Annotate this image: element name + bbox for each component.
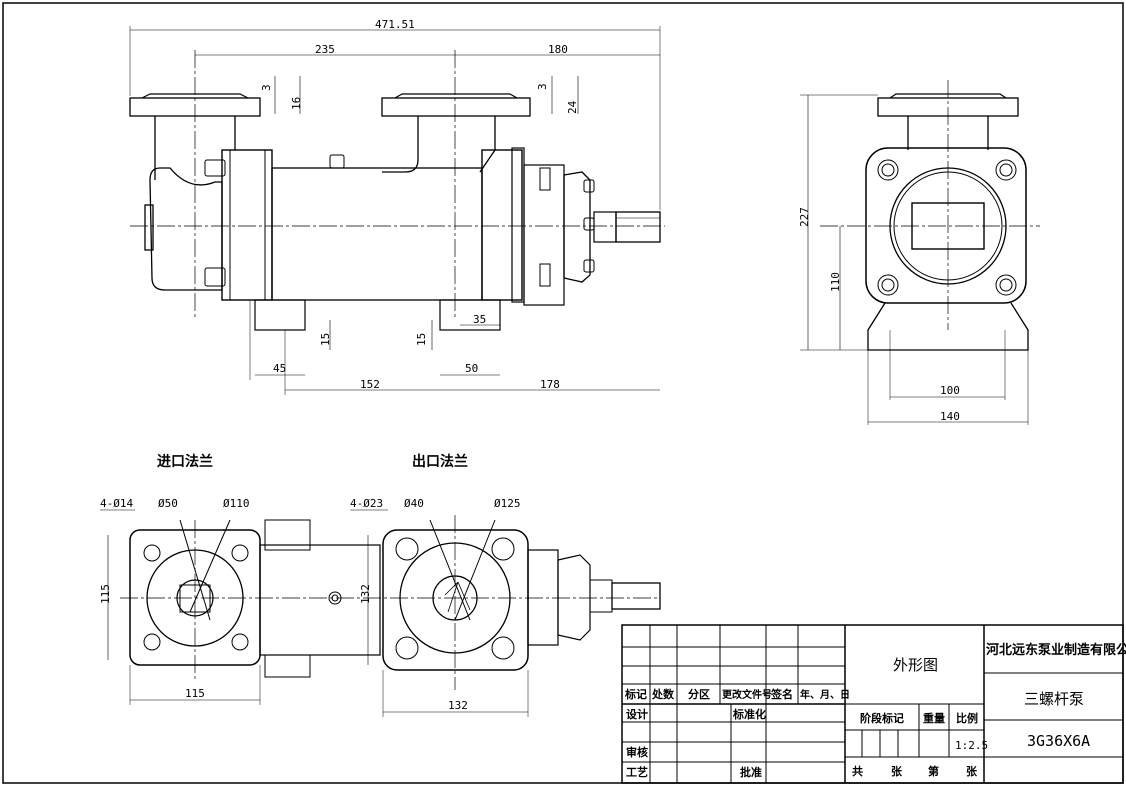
dim-side-base: 140: [940, 410, 960, 423]
dim-inlet-height: 16: [290, 97, 303, 110]
side-view: 227 110 100 140: [798, 80, 1040, 425]
outlet-height: 132: [359, 584, 372, 604]
outlet-label: 出口法兰: [412, 453, 468, 470]
dim-foot-width: 35: [473, 313, 486, 326]
dim-left: 235: [315, 43, 335, 56]
svg-text:张: 张: [966, 764, 978, 778]
inlet-bore: Ø50: [158, 497, 178, 510]
outlet-width: 132: [448, 699, 468, 712]
svg-text:阶段标记: 阶段标记: [860, 711, 904, 725]
dim-outlet-height: 24: [566, 100, 579, 114]
svg-text:第: 第: [928, 764, 939, 778]
dim-side-center: 110: [829, 272, 842, 292]
outlet-bore: Ø40: [404, 497, 424, 510]
dim-inlet-thickness: 3: [260, 84, 273, 91]
inlet-height: 115: [99, 584, 112, 604]
svg-text:年、月、日: 年、月、日: [800, 688, 850, 701]
svg-text:审核: 审核: [626, 745, 648, 759]
dim-50: 50: [465, 362, 478, 375]
svg-text:重量: 重量: [923, 711, 945, 725]
tb-product: 三螺杆泵: [1024, 690, 1084, 708]
dim-overall: 471.51: [375, 18, 415, 31]
svg-text:更改文件号: 更改文件号: [722, 688, 772, 701]
dim-outlet-thickness: 3: [536, 83, 549, 90]
tb-drawing-title: 外形图: [893, 656, 938, 674]
dim-side-bolt: 100: [940, 384, 960, 397]
tb-model: 3G36X6A: [1027, 732, 1090, 750]
outlet-pcd: Ø125: [494, 497, 521, 510]
dim-152: 152: [360, 378, 380, 391]
dim-side-height: 227: [798, 207, 811, 227]
svg-text:批准: 批准: [740, 765, 762, 779]
outlet-holes: 4-Ø23: [350, 497, 383, 510]
flange-views: 进口法兰 出口法兰: [99, 453, 661, 717]
svg-text:分区: 分区: [688, 687, 710, 701]
inlet-holes: 4-Ø14: [100, 497, 133, 510]
dim-right: 180: [548, 43, 568, 56]
svg-text:张: 张: [891, 764, 903, 778]
dim-45: 45: [273, 362, 286, 375]
tb-scale: 1:2.5: [955, 739, 988, 752]
inlet-pcd: Ø110: [223, 497, 250, 510]
svg-text:处数: 处数: [651, 687, 675, 701]
dim-foot-left: 15: [319, 333, 332, 346]
front-view: 471.51 235 180 3 16 3 24 15 15 35 45 50 …: [129, 18, 665, 395]
svg-text:设计: 设计: [626, 707, 648, 721]
inlet-label: 进口法兰: [157, 453, 213, 470]
svg-text:签名: 签名: [770, 687, 793, 701]
svg-text:比例: 比例: [956, 711, 978, 725]
svg-text:共: 共: [852, 764, 863, 778]
dim-178: 178: [540, 378, 560, 391]
title-block: 河北远东泵业制造有限公司 外形图 三螺杆泵 3G36X6A 1:2.5 标记 处…: [621, 624, 1126, 784]
dim-foot-right: 15: [415, 333, 428, 346]
svg-text:工艺: 工艺: [626, 765, 648, 779]
inlet-width: 115: [185, 687, 205, 700]
tb-company: 河北远东泵业制造有限公司: [986, 642, 1126, 658]
svg-text:标准化: 标准化: [732, 707, 766, 721]
svg-text:标记: 标记: [624, 687, 647, 701]
